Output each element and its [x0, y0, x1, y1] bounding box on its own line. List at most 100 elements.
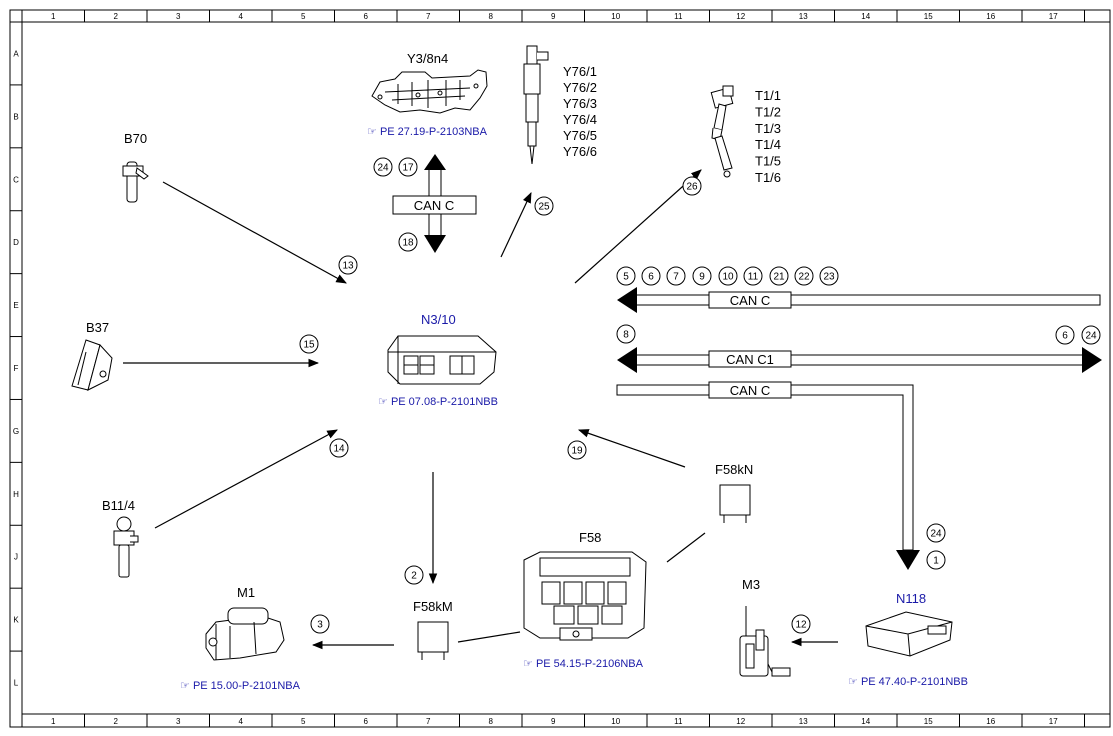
book-icon: ☞ [180, 680, 190, 692]
grid-column-label: 15 [924, 717, 933, 726]
signal-number: 25 [534, 196, 554, 216]
grid-column-label: 10 [611, 12, 620, 21]
ignition-coil-label: T1/4 [755, 137, 781, 152]
signal-number: 9 [692, 266, 712, 286]
grid-column-label: 2 [114, 717, 119, 726]
svg-text:18: 18 [402, 238, 414, 249]
grid-row-label: G [13, 427, 19, 436]
signal-number: 23 [819, 266, 839, 286]
f58kn-label: F58kN [715, 462, 753, 477]
grid-column-label: 7 [426, 12, 431, 21]
ref-n3-10[interactable]: ☞ PE 07.08-P-2101NBB [378, 396, 498, 408]
ref-m1[interactable]: ☞ PE 15.00-P-2101NBA [180, 680, 301, 692]
svg-text:12: 12 [795, 620, 807, 631]
can-c-bus-1-label: CAN C [730, 293, 770, 308]
ref-f58[interactable]: ☞ PE 54.15-P-2106NBA [523, 658, 644, 670]
b37-label: B37 [86, 320, 109, 335]
grid-column-label: 8 [489, 717, 494, 726]
grid-row-label: F [14, 364, 19, 373]
book-icon: ☞ [523, 658, 533, 670]
svg-text:26: 26 [686, 182, 698, 193]
crankshaft-sensor-icon [122, 161, 149, 203]
injector-label: Y76/5 [563, 128, 597, 143]
engine-control-unit-icon [387, 335, 497, 385]
ignition-coil-label: T1/2 [755, 104, 781, 119]
grid-column-label: 8 [489, 12, 494, 21]
grid-row-label: A [13, 49, 19, 58]
grid-row-label: E [13, 301, 18, 310]
signal-number: 8 [616, 324, 636, 344]
grid-row-label: J [14, 553, 18, 562]
svg-text:24: 24 [930, 529, 942, 540]
grid-column-label: 4 [239, 12, 244, 21]
svg-text:25: 25 [538, 202, 550, 213]
svg-text:21: 21 [773, 272, 785, 283]
svg-text:2: 2 [411, 571, 417, 582]
signal-number: 21 [769, 266, 789, 286]
book-icon: ☞ [378, 396, 388, 408]
grid-column-label: 14 [861, 717, 870, 726]
svg-text:5: 5 [623, 272, 629, 283]
grid-row-label: K [13, 616, 19, 625]
injector-label: Y76/2 [563, 80, 597, 95]
valve-body-icon [371, 69, 488, 114]
ref-y3-8n4[interactable]: ☞ PE 27.19-P-2103NBA [367, 126, 488, 138]
signal-number: 24 [373, 157, 393, 177]
grid-column-label: 9 [551, 717, 556, 726]
grid-column-label: 1 [51, 717, 56, 726]
ref-n118[interactable]: ☞ PE 47.40-P-2101NBB [848, 676, 968, 688]
n3-10-label: N3/10 [421, 312, 456, 327]
fuse-box-icon [523, 551, 647, 641]
ignition-coil-label: T1/1 [755, 88, 781, 103]
signal-number: 7 [666, 266, 686, 286]
grid-column-label: 11 [674, 717, 683, 726]
svg-text:13: 13 [342, 261, 354, 272]
can-c-bus-1: CAN C [617, 287, 1101, 313]
f58km-label: F58kM [413, 599, 453, 614]
signal-number: 1 [926, 550, 946, 570]
signal-number: 12 [791, 614, 811, 634]
svg-text:9: 9 [699, 272, 705, 283]
signal-arrows [123, 169, 838, 650]
coolant-sensor-icon [113, 516, 139, 578]
grid-row-label: L [14, 679, 19, 688]
can-c-bus-2-label: CAN C [730, 383, 770, 398]
signal-number: 14 [329, 438, 349, 458]
signal-number: 17 [398, 157, 418, 177]
fuel-pump-icon [739, 606, 791, 677]
m3-label: M3 [742, 577, 760, 592]
signal-number: 15 [299, 334, 319, 354]
b70-label: B70 [124, 131, 147, 146]
svg-text:24: 24 [377, 163, 389, 174]
grid-column-label: 6 [364, 717, 369, 726]
grid-column-label: 9 [551, 12, 556, 21]
signal-number: 22 [794, 266, 814, 286]
svg-text:6: 6 [1062, 331, 1068, 342]
grid-column-label: 2 [114, 12, 119, 21]
injector-icon [523, 45, 549, 165]
grid-column-label: 3 [176, 717, 181, 726]
grid-column-label: 10 [611, 717, 620, 726]
signal-number: 5 [616, 266, 636, 286]
ignition-coil-label: T1/5 [755, 154, 781, 169]
can-c-top-label: CAN C [414, 198, 454, 213]
svg-text:14: 14 [333, 444, 345, 455]
m1-label: M1 [237, 585, 255, 600]
y3-8n4-label: Y3/8n4 [407, 51, 448, 66]
relay-icon [719, 484, 751, 523]
signal-number: 19 [567, 440, 587, 460]
grid-column-label: 12 [736, 12, 745, 21]
injector-label: Y76/3 [563, 96, 597, 111]
can-c1-bus-label: CAN C1 [726, 352, 774, 367]
fuel-pump-control-unit-icon [865, 611, 953, 657]
grid-column-label: 12 [736, 717, 745, 726]
grid-column-label: 13 [799, 717, 808, 726]
grid-column-label: 16 [986, 717, 995, 726]
signal-number: 26 [682, 176, 702, 196]
signal-number: 6 [1055, 325, 1075, 345]
can-c1-bus: CAN C1 [617, 347, 1102, 373]
signal-number: 11 [743, 266, 763, 286]
svg-text:17: 17 [402, 163, 414, 174]
svg-text:3: 3 [317, 620, 323, 631]
